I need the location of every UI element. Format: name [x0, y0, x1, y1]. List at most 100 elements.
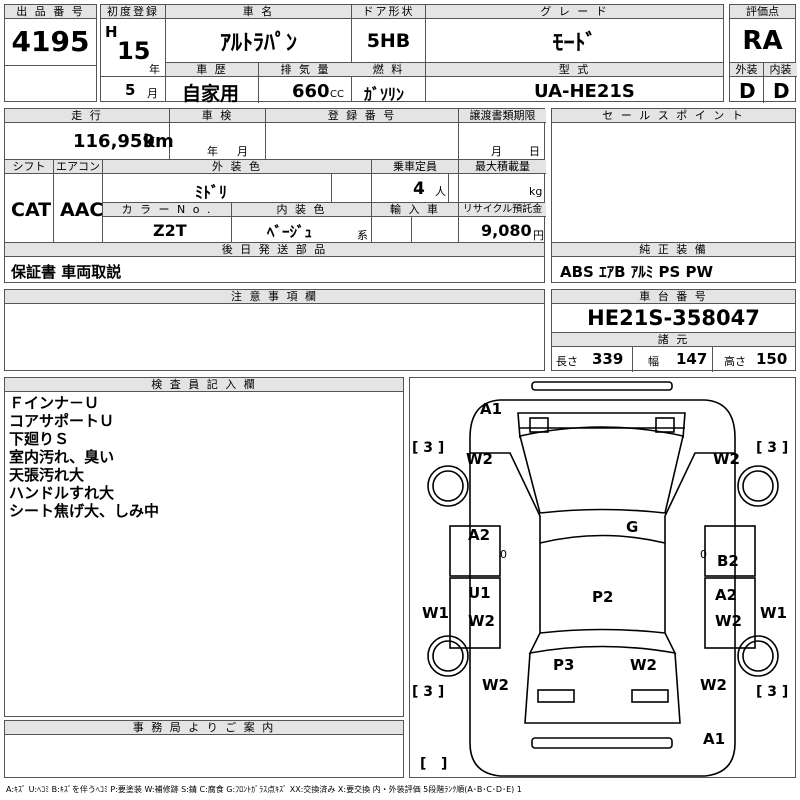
- exterior-color: ﾐﾄﾞﾘ: [195, 183, 228, 202]
- inspector-note: ハンドルすれ大: [9, 484, 115, 502]
- inspector-note: Ｆインナ－Ｕ: [9, 394, 100, 412]
- damage-mark-left-sill: W1: [422, 604, 449, 622]
- chassis-header: 車 台 番 号: [552, 290, 795, 304]
- genuine-equipment-header: 純 正 装 備: [552, 243, 795, 257]
- damage-mark-roof: P2: [592, 588, 614, 606]
- recycle-header: リサイクル預託金: [459, 203, 546, 217]
- interior-color-header: 内 装 色: [232, 203, 371, 217]
- max-load-header: 最大積載量: [459, 160, 546, 174]
- damage-mark-right-rear-door-lower: W2: [715, 612, 742, 630]
- registration-month: 5: [125, 81, 136, 99]
- width-label: 幅: [648, 355, 659, 368]
- registration-number-header: 登 録 番 号: [266, 109, 458, 123]
- door-marker-left: 0: [500, 548, 507, 561]
- damage-mark-front-bumper: A1: [480, 400, 503, 418]
- color-number-header: カ ラ ー N o .: [103, 203, 231, 217]
- grade-header: グ レ ー ド: [426, 5, 723, 19]
- shift-header: シフト: [5, 160, 53, 174]
- fuel-header: 燃 料: [352, 63, 425, 77]
- inspector-note: 下廻りＳ: [9, 430, 70, 448]
- km-unit: km: [143, 131, 174, 152]
- model-header: 型 式: [426, 63, 723, 77]
- spare-tire-bracket: [ ]: [420, 756, 448, 772]
- yen-unit: 円: [533, 229, 544, 242]
- kg-unit: kg: [529, 185, 543, 198]
- chassis-cell: 車 台 番 号 HE21S-358047 諸 元 長さ 339 幅 147 高さ…: [551, 289, 796, 372]
- height-value: 150: [756, 350, 788, 368]
- damage-mark-rear-bumper: A1: [703, 730, 726, 748]
- aircon-type: AAC: [60, 199, 104, 221]
- sales-points-cell: セ ー ル ス ポ イ ン ト 純 正 装 備 ABS ｴｱB ｱﾙﾐ PS P…: [551, 108, 796, 283]
- capacity-unit: 人: [435, 185, 446, 198]
- damage-mark-left-rear-wheel: W2: [482, 676, 509, 694]
- displacement-header: 排 気 量: [259, 63, 352, 77]
- passenger-capacity: 4: [413, 179, 425, 199]
- history-header: 車 歴: [166, 63, 258, 77]
- displacement: 660: [292, 81, 330, 102]
- registration-year: 15: [117, 37, 151, 65]
- grade-cell: グ レ ー ド ﾓｰﾄﾞ 型 式 UA-HE21S: [426, 4, 724, 102]
- car-outline-diagram: [427, 381, 779, 777]
- inspector-notes-list: Ｆインナ－Ｕ コアサポートＵ 下廻りＳ 室内汚れ、臭い 天張汚れ大 ハンドルすれ…: [5, 392, 403, 522]
- damage-mark-left-rear-door: W2: [468, 612, 495, 630]
- door-cell: ドア形状 5HB 燃 料 ｶﾞｿﾘﾝ: [352, 4, 426, 104]
- tire-tread-right-rear: [ 3 ]: [756, 684, 789, 700]
- interior-header: 内装: [764, 63, 797, 77]
- exterior-header: 外装: [730, 63, 763, 77]
- capacity-header: 乗車定員: [372, 160, 458, 174]
- inspector-notes-header: 検 査 員 記 入 欄: [5, 378, 403, 392]
- damage-mark-windshield: G: [626, 518, 639, 536]
- tire-tread-right-rear-value: 3: [767, 684, 778, 700]
- grade: ﾓｰﾄﾞ: [552, 31, 597, 56]
- inspection-month-unit: 月: [237, 145, 248, 158]
- cc-unit: CC: [330, 89, 344, 100]
- tire-tread-right-front-value: 3: [767, 440, 778, 456]
- office-notes-header: 事 務 局 よ り ご 案 内: [5, 721, 403, 735]
- mileage-header: 走 行: [5, 109, 169, 123]
- year-unit: 年: [149, 63, 160, 76]
- door-type: 5HB: [366, 30, 411, 52]
- damage-mark-right-rear-wheel: W2: [700, 676, 727, 694]
- damage-mark-rear-area: W2: [630, 656, 657, 674]
- era-label: H: [105, 23, 118, 41]
- tire-tread-left-front: [ 3 ]: [412, 440, 445, 456]
- inspector-notes-cell: 検 査 員 記 入 欄 Ｆインナ－Ｕ コアサポートＵ 下廻りＳ 室内汚れ、臭い …: [4, 377, 404, 717]
- tire-tread-left-rear-value: 3: [423, 684, 434, 700]
- color-number: Z2T: [153, 221, 187, 240]
- import-header: 輸 入 車: [372, 203, 458, 217]
- month-unit: 月: [147, 87, 158, 100]
- later-parts-header: 後 日 発 送 部 品: [5, 243, 544, 257]
- inspection-year-unit: 年: [207, 145, 218, 158]
- score-header: 評価点: [730, 5, 795, 19]
- inspector-note: 室内汚れ、臭い: [9, 448, 115, 466]
- width-value: 147: [676, 350, 708, 368]
- vehicle-history: 自家用: [182, 83, 240, 105]
- model-code: UA-HE21S: [534, 81, 635, 102]
- first-registration-cell: 初度登録 H 15 年 5 月: [100, 4, 166, 102]
- first-registration-header: 初度登録: [101, 5, 165, 19]
- score-cell: 評価点 RA 外装 内装 D D: [729, 4, 797, 103]
- door-marker-right: 0: [700, 548, 707, 561]
- interior-grade: D: [773, 79, 790, 103]
- damage-mark-right-front-wheel: W2: [713, 450, 740, 468]
- exterior-color-header: 外 装 色: [103, 160, 371, 174]
- tire-tread-left-rear: [ 3 ]: [412, 684, 445, 700]
- damage-mark-right-rear-door: A2: [715, 586, 738, 604]
- sales-points-header: セ ー ル ス ポ イ ン ト: [552, 109, 795, 123]
- inspector-note: シート焦げ大、しみ中: [9, 502, 160, 520]
- inspection-header: 車 検: [170, 109, 265, 123]
- lot-number: 4195: [11, 25, 90, 58]
- door-header: ドア形状: [352, 5, 425, 19]
- specs-header: 諸 元: [552, 332, 795, 347]
- score: RA: [742, 26, 783, 56]
- recycle-fee: 9,080: [481, 221, 532, 240]
- genuine-equipment: ABS ｴｱB ｱﾙﾐ PS PW: [560, 263, 714, 281]
- chassis-number: HE21S-358047: [587, 306, 760, 330]
- damage-mark-right-sill: W1: [760, 604, 787, 622]
- damage-diagram: A1 W2 W2 G A2 B2 U1 W2 P2 A2 W2 W1 W1 P3…: [409, 377, 796, 778]
- office-notes-cell: 事 務 局 よ り ご 案 内: [4, 720, 404, 778]
- car-name: ｱﾙﾄﾗﾊﾟﾝ: [219, 31, 297, 56]
- later-parts: 保証書 車両取説: [11, 263, 122, 281]
- interior-color-unit: 系: [357, 229, 368, 242]
- aircon-header: エアコン: [54, 160, 102, 174]
